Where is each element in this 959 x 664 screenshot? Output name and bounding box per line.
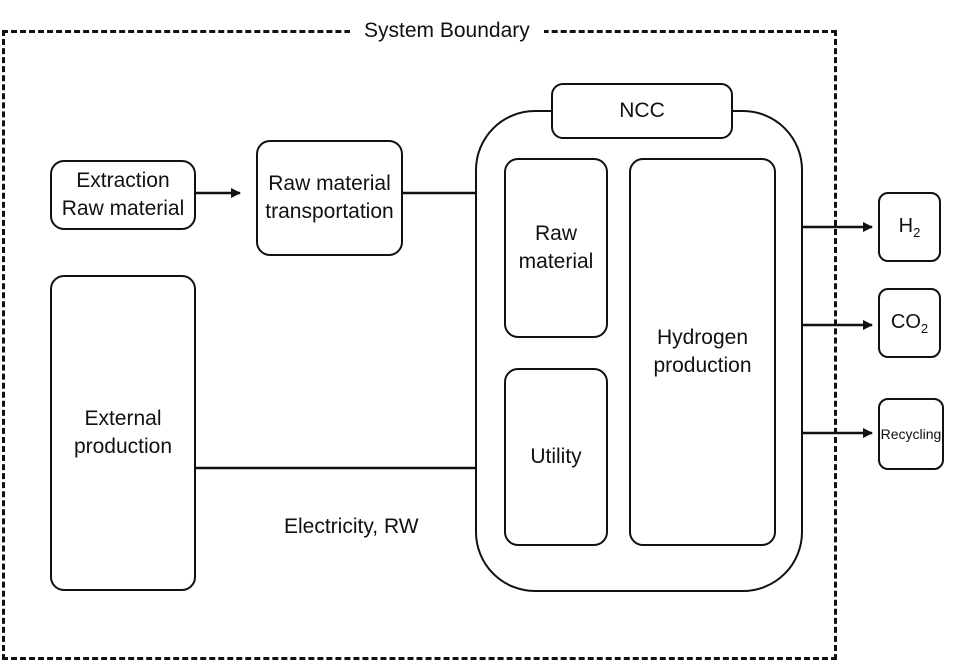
extraction-raw-material-box: Extraction Raw material (50, 160, 196, 230)
recycling-label: Recycling (880, 426, 942, 442)
hydrogen-production-label: Hydrogen production (653, 326, 752, 377)
extraction-raw-material-label: Extraction Raw material (61, 169, 185, 220)
ncc-label: NCC (619, 99, 665, 122)
utility-label: Utility (530, 445, 582, 468)
co2-output-box: CO2 (878, 288, 941, 358)
hydrogen-production-box: Hydrogen production (629, 158, 776, 546)
external-production-label: External production (73, 407, 173, 458)
raw-material-box: Raw material (504, 158, 608, 338)
system-boundary-label: System Boundary (350, 18, 544, 44)
raw-material-label: Raw material (518, 222, 594, 273)
utility-box: Utility (504, 368, 608, 546)
raw-material-transportation-box: Raw material transportation (256, 140, 403, 256)
ncc-tab: NCC (551, 83, 733, 139)
electricity-rw-label: Electricity, RW (284, 515, 419, 538)
h2-output-box: H2 (878, 192, 941, 262)
raw-material-transportation-label: Raw material transportation (265, 172, 394, 223)
external-production-box: External production (50, 275, 196, 591)
h2-label: H2 (898, 214, 921, 240)
co2-label: CO2 (890, 310, 929, 336)
recycling-output-box: Recycling (878, 398, 944, 470)
